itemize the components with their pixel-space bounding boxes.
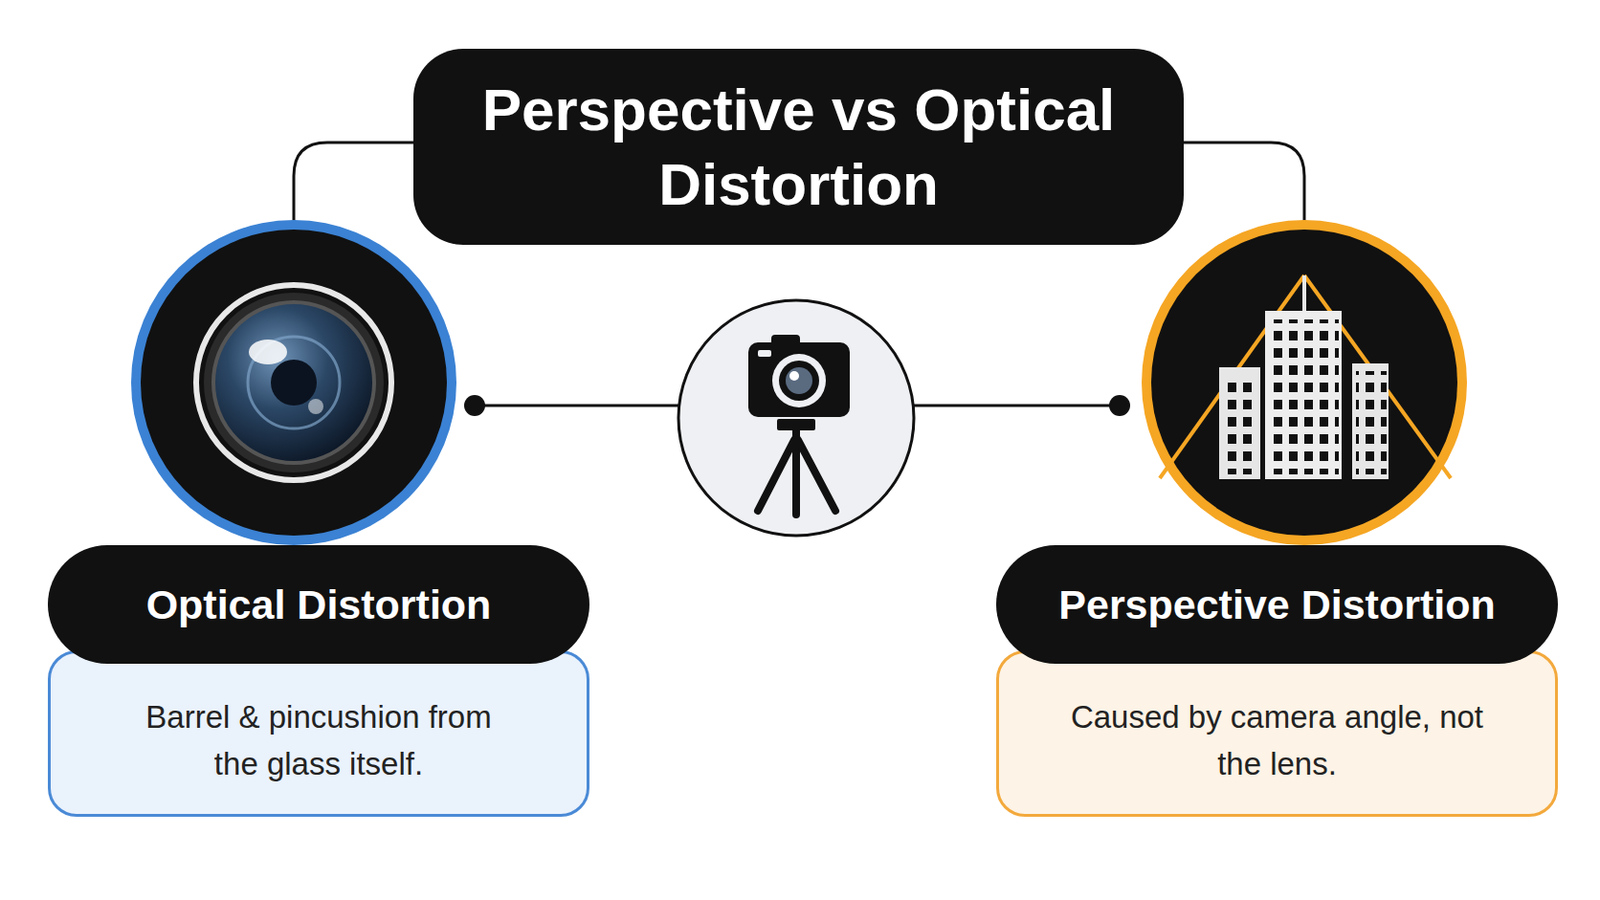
connector-dot: [464, 395, 486, 417]
heading-pill: Optical Distortion: [47, 545, 590, 665]
diagram-title: Perspective vs Optical Distortion: [464, 72, 1134, 222]
title-box: Perspective vs Optical Distortion: [413, 48, 1184, 245]
label-card: Perspective DistortionCaused by camera a…: [996, 545, 1558, 818]
leader-line: [912, 404, 1120, 408]
connector-dot: [1109, 395, 1131, 417]
heading-pill: Perspective Distortion: [996, 545, 1558, 665]
leader-line: [293, 142, 414, 223]
building-icon: [1141, 220, 1467, 546]
heading-text: Optical Distortion: [146, 581, 492, 629]
leader-line: [474, 404, 680, 408]
description-text: Caused by camera angle, not the lens.: [1052, 693, 1503, 789]
lens-icon: [131, 220, 457, 546]
heading-text: Perspective Distortion: [1058, 581, 1495, 629]
leader-line: [1183, 142, 1305, 223]
description-box: Barrel & pincushion from the glass itsel…: [47, 650, 590, 818]
description-text: Barrel & pincushion from the glass itsel…: [127, 693, 511, 789]
description-box: Caused by camera angle, not the lens.: [996, 650, 1558, 818]
label-card: Optical DistortionBarrel & pincushion fr…: [47, 545, 590, 818]
camera-icon: [678, 300, 914, 536]
